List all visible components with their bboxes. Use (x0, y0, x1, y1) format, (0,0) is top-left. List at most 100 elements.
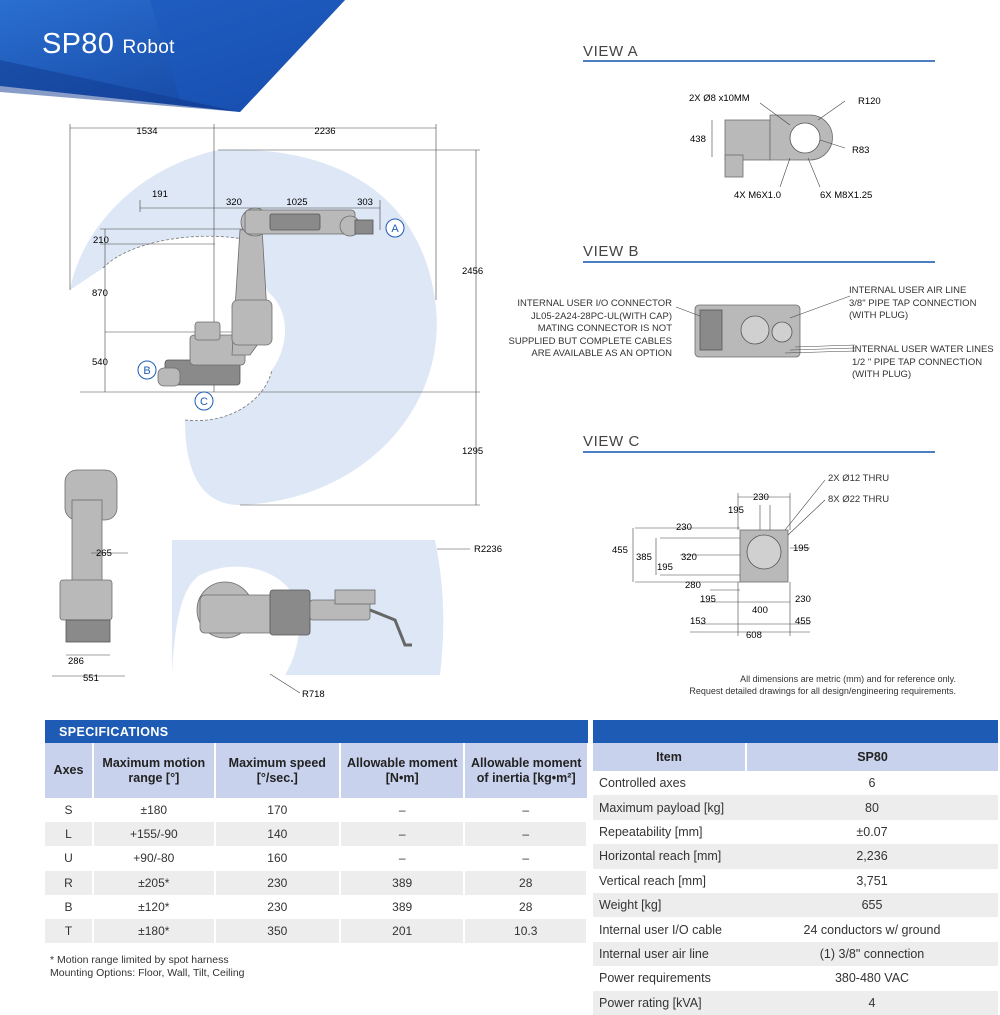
dim-320: 320 (681, 552, 697, 563)
table-cell: Maximum payload [kg] (593, 795, 746, 820)
table-cell: 389 (339, 870, 466, 895)
text-label: All dimensions are metric (mm) and for r… (740, 674, 956, 684)
dim-153: 153 (690, 616, 706, 627)
working-envelope (70, 149, 437, 505)
dim-551: 551 (83, 673, 99, 684)
table-cell: 160 (214, 846, 341, 871)
table-cell: Vertical reach [mm] (593, 868, 746, 893)
text-label: ARE AVAILABLE AS AN OPTION (531, 348, 672, 359)
header-banner (0, 0, 345, 112)
table-cell: – (339, 846, 466, 871)
text-label: Mounting Options: Floor, Wall, Tilt, Cei… (50, 967, 245, 979)
dim-230c: 230 (795, 594, 811, 605)
table-cell: 4 (746, 990, 998, 1015)
table-cell: (1) 3/8" connection (746, 941, 998, 967)
table-cell: ±205* (93, 870, 216, 895)
col-speed: Maximum speed [°/sec.] (214, 743, 341, 798)
table-cell: +90/-80 (93, 846, 216, 871)
view-a-rule (583, 60, 935, 62)
specifications-table: Axes Maximum motion range [°] Maximum sp… (45, 743, 588, 944)
col-sp80: SP80 (746, 743, 998, 771)
dim-m6: 4X M6X1.0 (734, 190, 781, 201)
table-cell: U (45, 846, 94, 871)
table-cell: – (464, 846, 588, 871)
table-cell: L (45, 822, 94, 847)
label-b: B (143, 365, 150, 377)
text-label: Request detailed drawings for all design… (689, 686, 956, 696)
table-cell: 80 (746, 795, 998, 820)
dim-r718: R718 (302, 689, 325, 700)
view-c-thru22: 8X Ø22 THRU (828, 494, 890, 505)
table-cell: ±120* (93, 894, 216, 919)
specifications-header: SPECIFICATIONS (45, 720, 588, 743)
dim-286: 286 (68, 656, 84, 667)
dim-1534: 1534 (136, 126, 157, 137)
table-row: Weight [kg]655 (593, 892, 998, 918)
dim-r120: R120 (858, 96, 881, 107)
table-cell: 170 (214, 798, 341, 823)
text-label: SUPPLIED BUT COMPLETE CABLES (508, 335, 673, 347)
dim-455: 455 (612, 545, 628, 556)
table-cell: 28 (464, 870, 588, 895)
dim-1025: 1025 (286, 197, 307, 208)
table-cell: – (464, 798, 588, 823)
text-label: 3/8" PIPE TAP CONNECTION (849, 297, 977, 309)
dim-455b: 455 (795, 616, 811, 627)
table-cell: Repeatability [mm] (593, 819, 746, 845)
page-title: SP80 Robot (42, 28, 175, 61)
table-cell: 201 (339, 918, 466, 944)
dim-191: 191 (152, 189, 168, 200)
table-cell: +155/-90 (93, 822, 216, 847)
table-cell: B (45, 894, 94, 919)
table-cell: 350 (214, 918, 341, 944)
robot-side-view (157, 207, 374, 387)
dim-385: 385 (636, 552, 652, 563)
dim-265: 265 (96, 548, 112, 559)
dim-m8: 6X M8X1.25 (820, 190, 872, 201)
table-cell: – (339, 798, 466, 823)
text-label: INTERNAL USER WATER LINES (852, 344, 994, 355)
text-label: SP80 (42, 28, 115, 60)
robot-front-view: 265 286 551 (52, 469, 128, 684)
table-row: Maximum payload [kg]80 (593, 795, 998, 820)
dim-195a: 195 (728, 505, 744, 516)
view-c-thru12: 2X Ø12 THRU (828, 473, 890, 484)
table-cell: 230 (214, 894, 341, 919)
table-cell: ±0.07 (746, 819, 998, 845)
col-moment: Allowable moment [N•m] (339, 743, 466, 798)
view-c-rule (583, 451, 935, 453)
table-row: Horizontal reach [mm]2,236 (593, 844, 998, 869)
dim-540: 540 (92, 357, 108, 368)
dim-280: 280 (685, 580, 701, 591)
table-cell: Power rating [kVA] (593, 990, 746, 1015)
table-cell: Controlled axes (593, 771, 746, 796)
text-label: 1/2 " PIPE TAP CONNECTION (852, 356, 983, 368)
table-cell: Horizontal reach [mm] (593, 844, 746, 869)
label-a: A (391, 223, 399, 235)
table-cell: 3,751 (746, 868, 998, 893)
view-b-air-note: INTERNAL USER AIR LINE 3/8" PIPE TAP CON… (849, 285, 976, 323)
view-b-drawing (675, 295, 856, 358)
view-a-drawing: 2X Ø8 x10MM R120 438 R83 4X M6X1.0 6X M8… (689, 93, 881, 201)
dim-608: 608 (746, 630, 762, 641)
dim-195c: 195 (657, 562, 673, 573)
table-cell: 380-480 VAC (746, 966, 998, 991)
dim-230a: 230 (753, 492, 769, 503)
table-row: Internal user air line(1) 3/8" connectio… (593, 941, 998, 967)
text-label: JL05-2A24-28PC-UL(WITH CAP) (531, 310, 672, 322)
dim-2456: 2456 (462, 266, 483, 277)
table-cell: S (45, 798, 94, 823)
table-cell: Weight [kg] (593, 892, 746, 918)
table-cell: 230 (214, 870, 341, 895)
table-cell: T (45, 918, 94, 944)
dim-230b: 230 (676, 522, 692, 533)
table-cell: 10.3 (464, 918, 588, 944)
